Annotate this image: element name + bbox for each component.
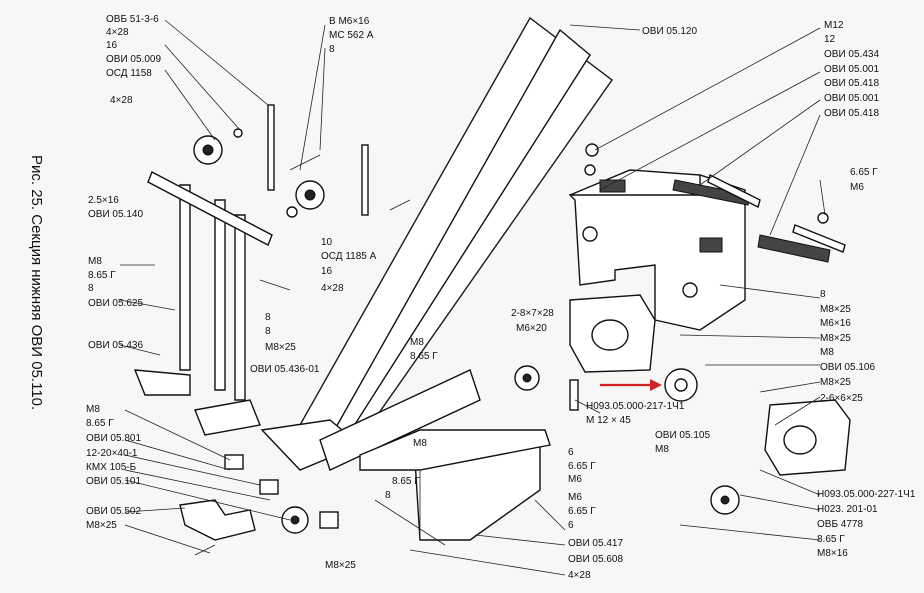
label-cl-2: 8 (385, 490, 391, 501)
label-rf-3: M8×25 (820, 333, 851, 344)
fasteners (179, 104, 829, 556)
label-br-2: ОВБ 4778 (817, 519, 863, 530)
label-lf-1: 8.65 Г (88, 270, 116, 281)
label-frame: ОВИ 05.436 (88, 340, 143, 351)
label-bl-1: 8.65 Г (86, 418, 114, 429)
red-arrow-marker (600, 379, 662, 391)
label-sprocket-ul: 4×28 (110, 95, 133, 106)
frame-ovi-05-436 (133, 171, 273, 436)
label-tl-0: ОВБ 51-3-6 (106, 14, 159, 25)
label-lf-0: M8 (88, 256, 102, 267)
label-tl-3: ОВИ 05.009 (106, 54, 161, 65)
label-chute: ОВИ 05.120 (642, 26, 697, 37)
label-rs-1: 12 (824, 34, 836, 45)
label-red-target: Н093.05.000-217-1Ч1 (586, 401, 685, 412)
label-hr-1: 6.65 Г (568, 461, 596, 472)
label-cf-0: 8 (265, 312, 271, 323)
label-rs-5: ОВИ 05.001 (824, 93, 879, 104)
wear-strips-ovi-05-418 (672, 173, 846, 263)
label-gb-1: M6×20 (516, 323, 547, 334)
leader-lines (119, 19, 826, 576)
label-sr-0: ОВИ 05.105 (655, 430, 710, 441)
label-rb-1: M6 (850, 182, 864, 193)
label-br-0: Н093.05.000-227-1Ч1 (817, 489, 916, 500)
label-tc-2: 8 (329, 44, 335, 55)
label-lf-3: ОВИ 05.625 (88, 298, 143, 309)
label-bl-2: ОВИ 05.801 (86, 433, 141, 444)
label-bl-5: ОВИ 05.101 (86, 476, 141, 487)
label-rf-7: 2-6×6×25 (820, 393, 863, 404)
frame-box-ovi-05-001 (568, 169, 746, 331)
label-red-bolt: M 12 × 45 (586, 415, 631, 426)
label-rf-5: ОВИ 05.106 (820, 362, 875, 373)
label-frame-lower: ОВИ 05.436-01 (250, 364, 320, 375)
label-sm-2: 16 (321, 266, 333, 277)
label-cl-0: M8 (413, 438, 427, 449)
label-bl-3: 12-20×40-1 (86, 448, 138, 459)
label-cn-1: 8.65 Г (410, 351, 438, 362)
label-cn-0: M8 (410, 337, 424, 348)
label-hb-1: ОВИ 05.608 (568, 554, 623, 565)
label-lf-2: 8 (88, 283, 94, 294)
label-rs-0: M12 (824, 20, 844, 31)
label-sm-3: 4×28 (321, 283, 344, 294)
label-blb-0: ОВИ 05.502 (86, 506, 141, 517)
label-hb-2: 4×28 (568, 570, 591, 581)
label-shaft-1: ОВИ 05.140 (88, 209, 143, 220)
label-bl-4: КМХ 105-Б (86, 462, 137, 473)
label-br-3: 8.65 Г (817, 534, 845, 545)
label-rf-4: M8 (820, 347, 834, 358)
hopper-ovi-05-417 (359, 429, 551, 541)
label-rb-0: 6.65 Г (850, 167, 878, 178)
label-cl-1: 8.65 Г (392, 476, 420, 487)
figure-caption: Рис. 25. Секция нижняя ОВИ 05.110. (28, 155, 45, 410)
label-br-1: Н023. 201-01 (817, 504, 878, 515)
label-hr-0: 6 (568, 447, 574, 458)
callout-labels: ОВБ 51-3-6 4×28 16 ОВИ 05.009 ОСД 1158 В… (86, 14, 916, 581)
label-tc-1: МС 562 А (329, 30, 374, 41)
label-cf-1: 8 (265, 326, 271, 337)
label-hr-5: 6 (568, 520, 574, 531)
label-tc-0: В М6×16 (329, 16, 370, 27)
label-rs-3: ОВИ 05.001 (824, 64, 879, 75)
label-bl-0: M8 (86, 404, 100, 415)
label-hr-2: M6 (568, 474, 582, 485)
label-rf-6: M8×25 (820, 377, 851, 388)
label-rf-1: M8×25 (820, 304, 851, 315)
label-bc: M8×25 (325, 560, 356, 571)
label-gb-0: 2-8×7×28 (511, 308, 554, 319)
chute-ovi-05-120 (260, 16, 613, 471)
label-blb-1: M8×25 (86, 520, 117, 531)
label-cf-2: M8×25 (265, 342, 296, 353)
label-hb-0: ОВИ 05.417 (568, 538, 623, 549)
label-rs-4: ОВИ 05.418 (824, 78, 879, 89)
label-sm-0: 10 (321, 237, 333, 248)
label-rs-2: ОВИ 05.434 (824, 49, 879, 60)
label-hr-4: 6.65 Г (568, 506, 596, 517)
label-br-4: M8×16 (817, 548, 848, 559)
label-rf-0: 8 (820, 289, 826, 300)
label-sm-1: ОСД 1185 А (321, 251, 377, 262)
label-tl-1: 4×28 (106, 27, 129, 38)
label-tl-4: ОСД 1158 (106, 68, 152, 79)
sprockets (193, 135, 740, 534)
label-shaft-0: 2.5×16 (88, 195, 119, 206)
gearboxes (569, 294, 851, 476)
label-sr-1: M8 (655, 444, 669, 455)
label-tl-2: 16 (106, 40, 118, 51)
label-hr-3: M6 (568, 492, 582, 503)
label-rf-2: M6×16 (820, 318, 851, 329)
label-rs-6: ОВИ 05.418 (824, 108, 879, 119)
